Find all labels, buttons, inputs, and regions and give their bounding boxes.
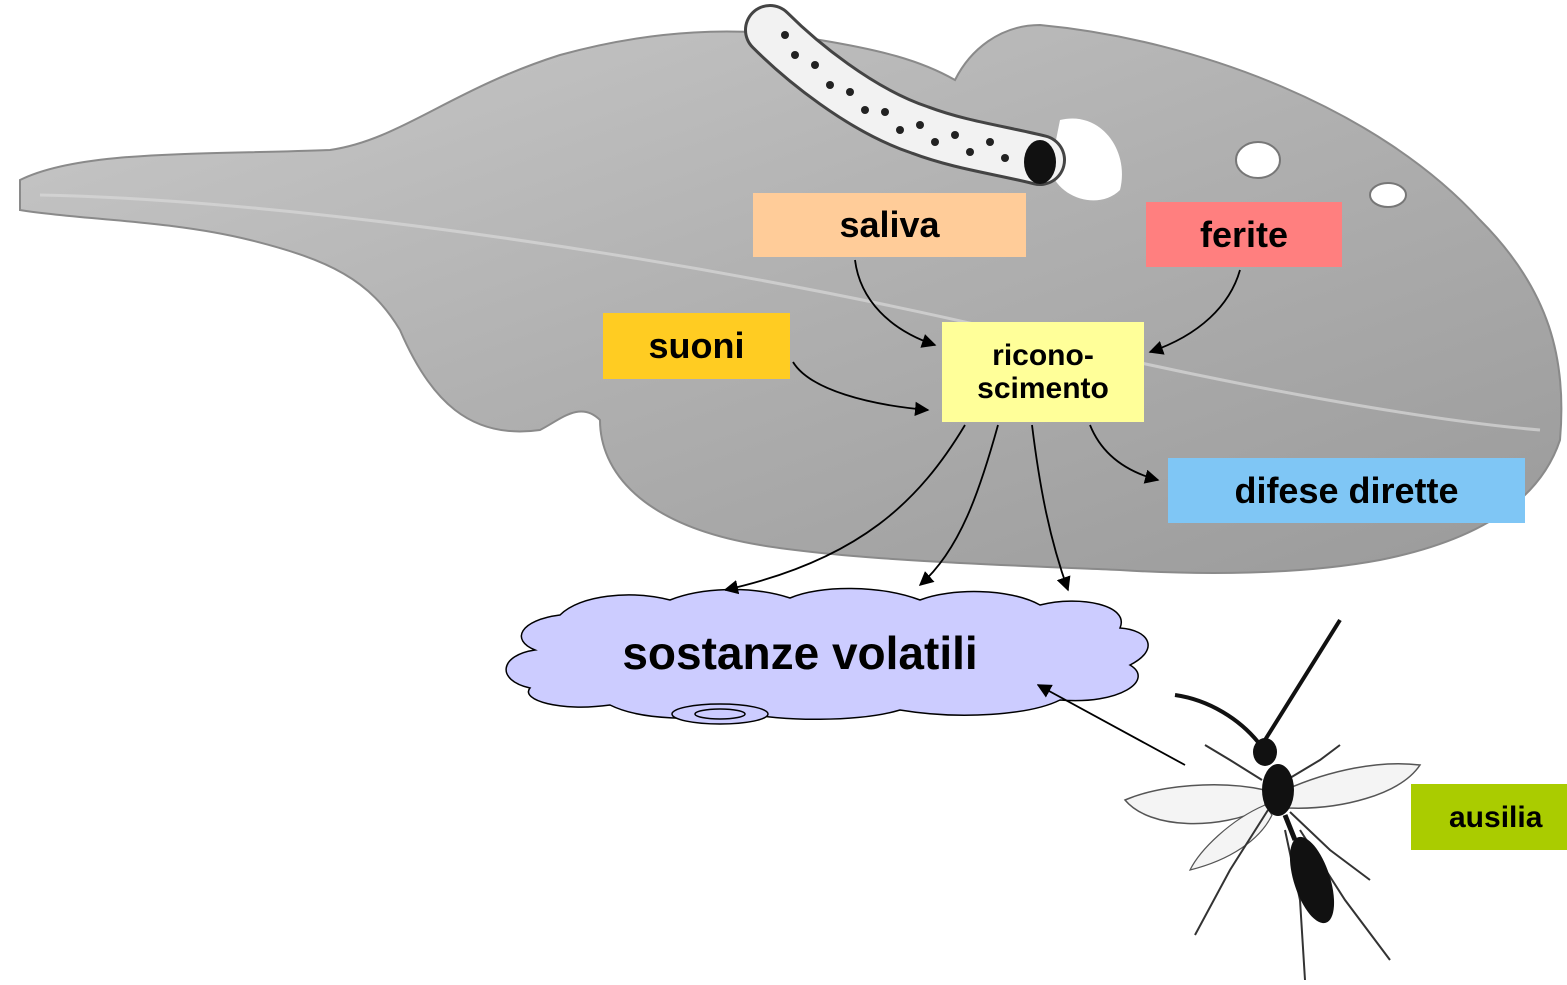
suoni-label: suoni	[603, 313, 790, 379]
ferite-label: ferite	[1146, 202, 1342, 267]
riconoscimento-label: ricono- scimento	[942, 322, 1144, 422]
parasitoid-wasp-illustration	[1125, 620, 1420, 980]
ausiliari-label: ausilia	[1411, 784, 1567, 850]
difese-dirette-label: difese dirette	[1168, 458, 1525, 523]
arrow-wasp-volatili	[1038, 685, 1185, 765]
sostanze-volatili-label: sostanze volatili	[560, 618, 1040, 688]
saliva-label: saliva	[753, 193, 1026, 257]
